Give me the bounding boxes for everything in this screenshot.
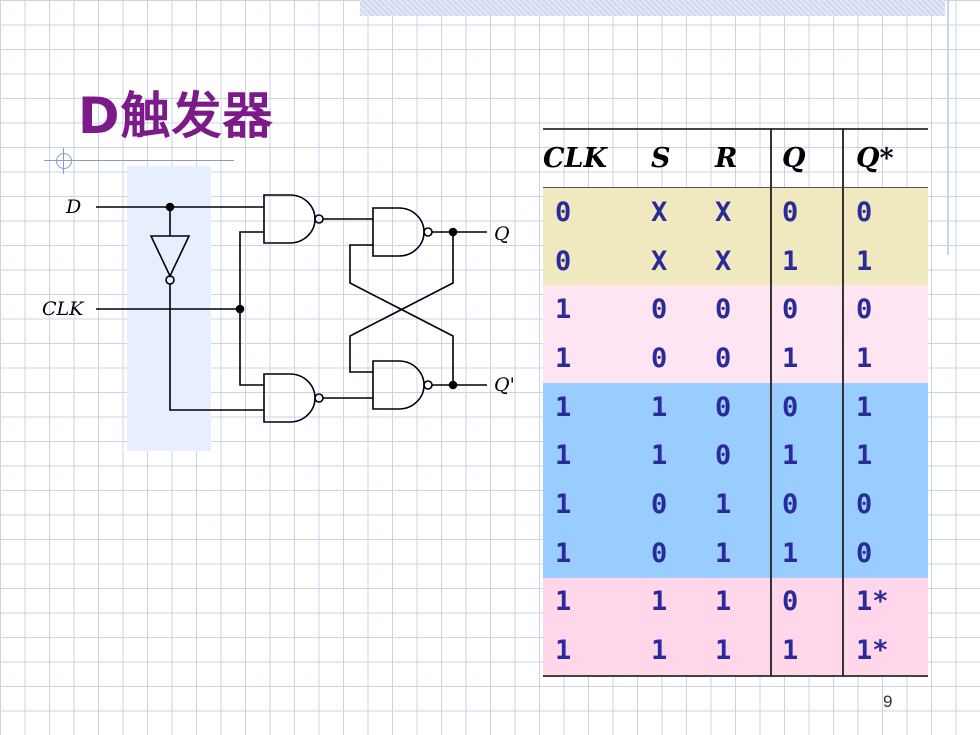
right-vertical-rule (947, 0, 949, 255)
cell-s: 1 (651, 440, 668, 472)
slide-title: D触发器 (78, 87, 274, 145)
header-q: Q (770, 129, 843, 188)
cell-clk: 1 (555, 635, 572, 667)
cell-q-next: 1* (842, 626, 928, 676)
cell-r: 1 (715, 635, 732, 667)
cell-s: X (651, 196, 668, 228)
cell-q: 1 (770, 236, 843, 286)
header-clk: CLK (543, 143, 607, 174)
nand-gate-3 (372, 207, 425, 257)
cell-q: 1 (770, 626, 843, 676)
cell-s: 0 (651, 537, 668, 569)
cell-s: 0 (651, 294, 668, 326)
cell-r: 0 (715, 294, 732, 326)
feedback-wire-from-qn (349, 244, 454, 385)
cell-q-next: 0 (842, 528, 928, 578)
cell-s: X (651, 245, 668, 277)
cell-q-next: 1 (842, 382, 928, 432)
cell-r: X (715, 245, 732, 277)
cell-r: 0 (715, 440, 732, 472)
cell-r: 0 (715, 342, 732, 374)
cell-r: 1 (715, 586, 732, 618)
cell-s: 1 (651, 391, 668, 423)
nand-gate-4 (372, 360, 425, 410)
crosshair-circle-icon (56, 148, 72, 174)
cell-q-next: 0 (842, 187, 928, 237)
cell-q: 0 (770, 382, 843, 432)
cell-r: X (715, 196, 732, 228)
title-underline (44, 160, 234, 161)
nand-gate-4-bubble (423, 380, 433, 390)
nand-gate-1-bubble (314, 214, 324, 224)
nand-gate-2 (263, 373, 316, 423)
feedback-wire-from-q (349, 232, 454, 373)
clk-distribution-wire (239, 231, 264, 386)
page-number: 9 (883, 692, 893, 711)
cell-q-next: 1 (842, 431, 928, 481)
d-input-label: D (65, 196, 81, 218)
cell-clk: 1 (555, 342, 572, 374)
cell-q: 0 (770, 480, 843, 529)
cell-r: 0 (715, 391, 732, 423)
cell-q-next: 0 (842, 285, 928, 335)
d-flip-flop-circuit: D CLK Q Q' (42, 194, 515, 423)
cell-clk: 1 (555, 488, 572, 520)
clk-input-label: CLK (42, 298, 85, 320)
nand-gate-2-bubble (314, 393, 324, 403)
top-decorative-band (360, 0, 945, 16)
cell-q: 0 (770, 285, 843, 335)
qn-output-label: Q' (494, 374, 515, 396)
cell-clk: 0 (555, 245, 572, 277)
cell-s: 0 (651, 488, 668, 520)
inverter-output-wire (169, 284, 264, 411)
cell-q: 1 (770, 431, 843, 481)
cell-s: 0 (651, 342, 668, 374)
cell-r: 1 (715, 537, 732, 569)
cell-q-next: 1* (842, 577, 928, 627)
cell-clk: 0 (555, 196, 572, 228)
cell-clk: 1 (555, 537, 572, 569)
cell-clk: 1 (555, 440, 572, 472)
header-s: S (651, 143, 671, 174)
cell-clk: 1 (555, 294, 572, 326)
truth-table-header-row: CLK S R Q Q* (543, 129, 928, 188)
nand-gate-1 (263, 194, 316, 244)
cell-q-next: 1 (842, 236, 928, 286)
cell-s: 1 (651, 635, 668, 667)
inverter-triangle-icon (149, 235, 191, 278)
cell-r: 1 (715, 488, 732, 520)
header-r: R (715, 143, 738, 174)
cell-clk: 1 (555, 391, 572, 423)
cell-s: 1 (651, 586, 668, 618)
cell-q: 1 (770, 528, 843, 578)
cell-q-next: 1 (842, 334, 928, 383)
cell-clk: 1 (555, 586, 572, 618)
cell-q-next: 0 (842, 480, 928, 529)
q-output-label: Q (494, 223, 510, 245)
cell-q: 0 (770, 187, 843, 237)
cell-q: 0 (770, 577, 843, 627)
header-q-next: Q* (842, 129, 928, 188)
nand-gate-3-bubble (423, 227, 433, 237)
cell-q: 1 (770, 334, 843, 383)
